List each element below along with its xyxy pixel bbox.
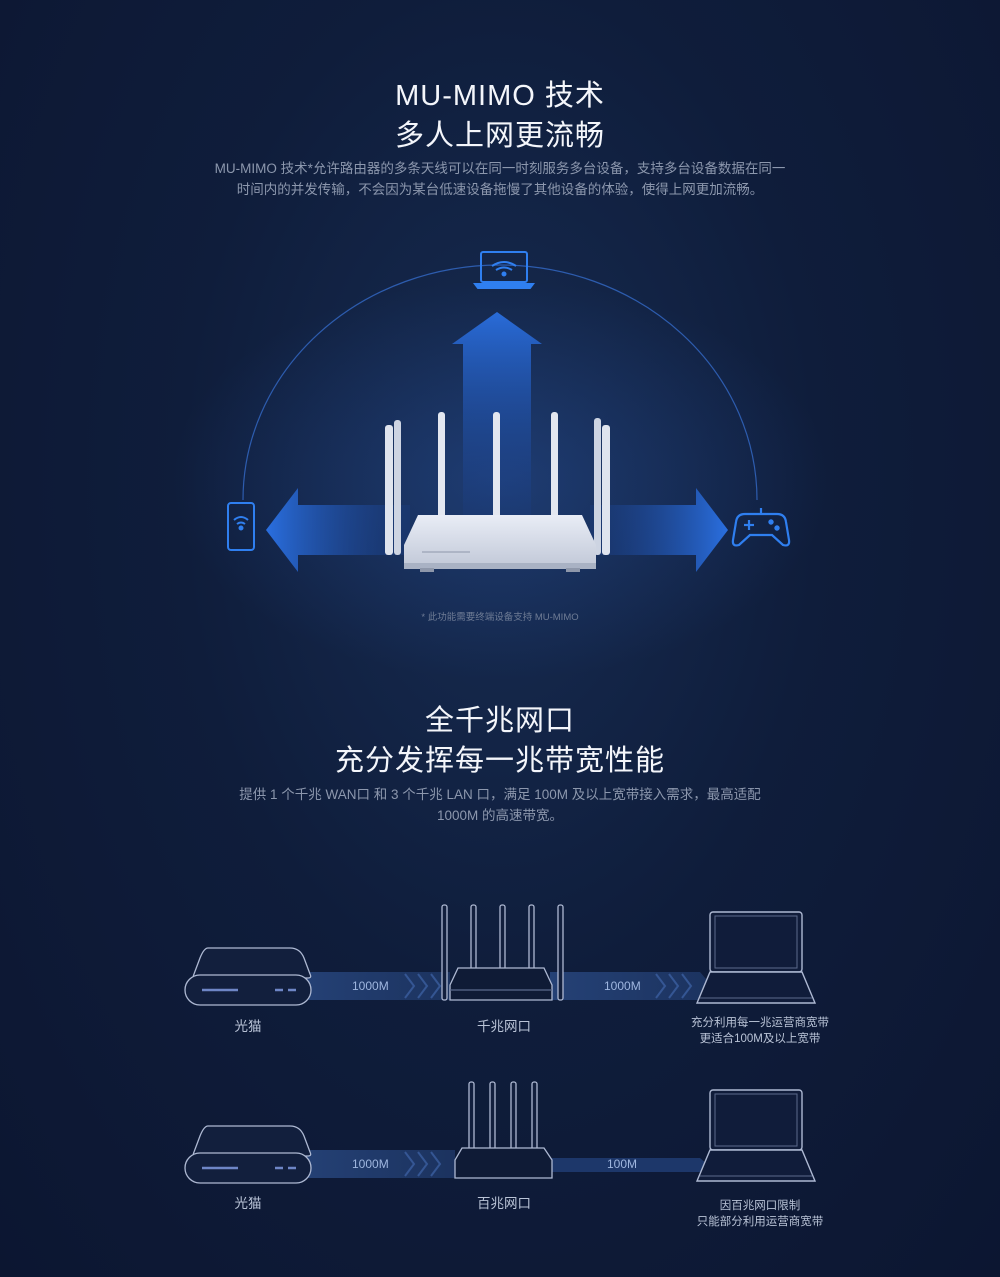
arrow-right [590, 488, 728, 572]
gigabit-subtitle: 充分发挥每一兆带宽性能 [334, 745, 665, 777]
modem-icon-1 [184, 947, 312, 1006]
laptop-icon-2 [695, 1089, 817, 1182]
rate-label-right-2: 100M [607, 1157, 638, 1171]
mimo-description: MU-MIMO 技术*允许路由器的多条天线可以在同一时刻服务多台设备，支持多台设… [180, 158, 820, 200]
result-2-line-2: 只能部分利用运营商宽带 [696, 1216, 824, 1228]
modem-icon-2 [184, 1125, 312, 1184]
gamepad-icon [731, 508, 791, 547]
rate-label-right-1: 1000M [604, 979, 641, 993]
band-right-1 [550, 972, 712, 1000]
result-label-2: 因百兆网口限制 只能部分利用运营商宽带 [660, 1198, 860, 1230]
modem-label-1: 光猫 [234, 1019, 262, 1034]
mimo-title: MU-MIMO 技术 [395, 80, 605, 112]
row-100m [184, 1081, 817, 1184]
rate-label-left-1: 1000M [352, 979, 389, 993]
row-gigabit [184, 904, 817, 1006]
band-right-2 [550, 1158, 708, 1172]
arrow-left [266, 488, 410, 572]
gigabit-desc-line-1: 提供 1 个千兆 WAN口 和 3 个千兆 LAN 口，满足 100M 及以上宽… [239, 787, 761, 802]
coverage-arc [242, 264, 758, 501]
result-1-line-1: 充分利用每一兆运营商宽带 [691, 1017, 829, 1029]
mimo-desc-line-1: MU-MIMO 技术*允许路由器的多条天线可以在同一时刻服务多台设备，支持多台设… [214, 161, 786, 176]
modem-label-2: 光猫 [234, 1196, 262, 1211]
band-left-1 [300, 972, 450, 1000]
gigabit-description: 提供 1 个千兆 WAN口 和 3 个千兆 LAN 口，满足 100M 及以上宽… [180, 784, 820, 826]
gigabit-title: 全千兆网口 [424, 705, 575, 737]
laptop-wifi-icon [473, 251, 535, 289]
mimo-subtitle: 多人上网更流畅 [394, 120, 605, 152]
band-left-2 [300, 1150, 455, 1178]
mimo-footnote: * 此功能需要终端设备支持 MU-MIMO [421, 612, 579, 623]
router-label-1: 千兆网口 [477, 1019, 531, 1034]
router-label-2: 百兆网口 [477, 1196, 531, 1211]
laptop-icon-1 [695, 911, 817, 1004]
100m-router-icon [454, 1081, 553, 1179]
mimo-router [385, 412, 610, 572]
rate-label-left-2: 1000M [352, 1157, 389, 1171]
result-1-line-2: 更适合100M及以上宽带 [699, 1033, 821, 1045]
mimo-desc-line-2: 时间内的并发传输，不会因为某台低速设备拖慢了其他设备的体验，使得上网更加流畅。 [236, 182, 764, 197]
result-2-line-1: 因百兆网口限制 [719, 1200, 801, 1212]
gigabit-router-icon [441, 904, 564, 1001]
gigabit-desc-line-2: 1000M 的高速带宽。 [436, 808, 564, 823]
result-label-1: 充分利用每一兆运营商宽带 更适合100M及以上宽带 [660, 1015, 860, 1047]
phone-wifi-icon [227, 502, 255, 551]
